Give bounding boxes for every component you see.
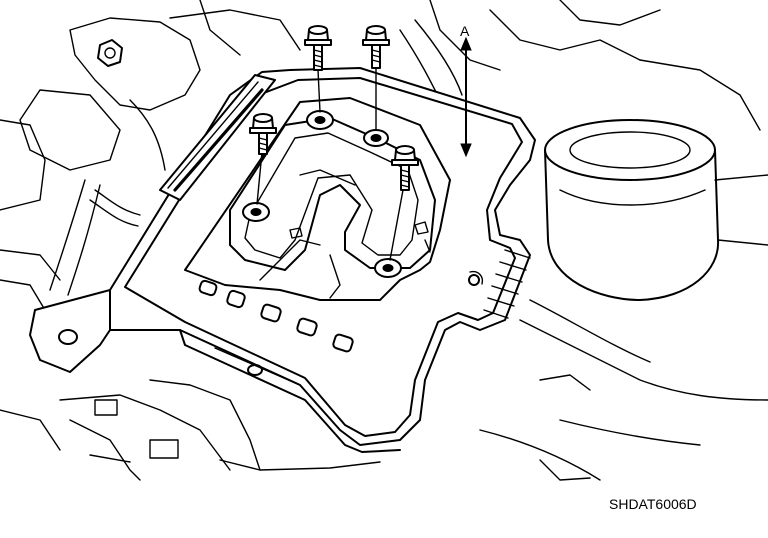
- bolt-icon: [362, 25, 390, 69]
- view-arrow-a: A: [460, 23, 472, 158]
- bolt-icon: [249, 113, 277, 155]
- leader-lines: [256, 67, 404, 261]
- bolt-icon: [304, 25, 332, 71]
- bolt-hole-1: [306, 110, 334, 130]
- tray-slots: [198, 279, 354, 353]
- engine-bay-background: [0, 0, 768, 481]
- battery-tray: [29, 67, 536, 453]
- bolt-icon: [391, 145, 419, 191]
- right-cylinder: [544, 119, 768, 301]
- bolts: [249, 25, 419, 191]
- bolt-hole-3: [242, 202, 270, 222]
- bolt-hole-2: [363, 129, 389, 147]
- view-label: A: [460, 23, 470, 39]
- figure-code: SHDAT6006D: [609, 496, 697, 512]
- tray-ribs: [483, 249, 531, 319]
- bolt-hole-4: [374, 258, 402, 278]
- nut-icon: [97, 39, 123, 67]
- bolt-holes: [242, 110, 402, 278]
